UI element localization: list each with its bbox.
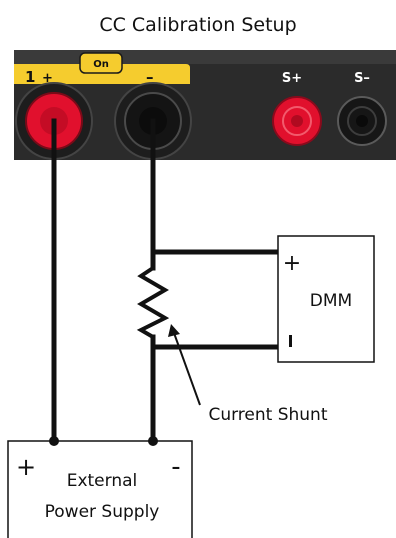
supply-plus-node	[49, 436, 59, 446]
current-shunt-resistor	[136, 266, 170, 339]
dmm-plus-label: +	[283, 251, 301, 276]
supply-label-line1: External	[67, 471, 138, 491]
terminal-channel-label: 1	[25, 68, 35, 86]
dmm-minus-mark	[289, 335, 292, 347]
sense-plus-terminal	[272, 96, 322, 146]
supply-plus-label: +	[16, 453, 36, 481]
wiring	[51, 118, 281, 444]
supply-minus-node	[148, 436, 158, 446]
on-indicator-label: On	[93, 59, 109, 70]
terminal-strip	[14, 64, 190, 84]
sense-plus-label: S+	[282, 71, 302, 86]
diagram-title: CC Calibration Setup	[99, 14, 296, 36]
supply-label-line2: Power Supply	[45, 502, 160, 522]
shunt-label: Current Shunt	[208, 405, 327, 425]
supply-minus-label: -	[171, 452, 180, 482]
instrument-panel: On 1 + – S+ S–	[14, 50, 396, 160]
shunt-pointer-arrow	[168, 324, 201, 406]
terminal-plus-label: +	[42, 71, 53, 86]
sense-minus-label: S–	[354, 71, 370, 86]
panel-top-edge	[14, 50, 396, 64]
terminal-minus-label: –	[146, 68, 154, 86]
on-indicator	[79, 52, 123, 74]
external-supply-box	[7, 440, 193, 538]
dmm-box	[277, 235, 375, 363]
sense-minus-terminal	[337, 96, 387, 146]
dmm-label: DMM	[310, 291, 352, 311]
